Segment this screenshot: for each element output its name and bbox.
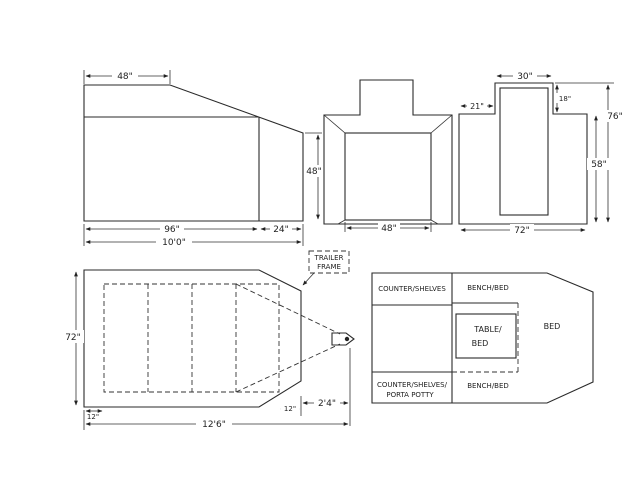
trailer-hitch-coupler <box>331 332 355 346</box>
trailer-hitch-ball <box>344 336 350 342</box>
floor-plan-table <box>455 313 517 359</box>
front-view-foot-left <box>337 219 346 225</box>
trailer-nose-offset-label: 12" <box>284 405 296 413</box>
trailer-tongue-lower <box>235 343 341 393</box>
floor-plan: COUNTER/SHELVES BENCH/BED TABLE/ BED BED… <box>371 272 594 404</box>
trailer-frame-callout-line1: TRAILER <box>314 254 344 262</box>
side-nose-label: 24" <box>273 225 289 235</box>
front-view: 48" <box>323 79 453 234</box>
front-view-foot-right <box>430 219 439 225</box>
trailer-frame-outline <box>103 283 280 393</box>
trailer-frame-callout-leader <box>302 272 315 286</box>
rear-total-height-label: 76" <box>607 112 623 122</box>
rear-step-width-label: 21" <box>470 102 484 111</box>
side-top-width-label: 48" <box>117 72 133 82</box>
trailer-tongue-upper <box>235 283 341 335</box>
floor-plan-table-label-line1: TABLE/ <box>473 325 502 334</box>
floor-plan-bench-top-label: BENCH/BED <box>467 284 509 292</box>
floor-plan-bed-label: BED <box>544 322 561 331</box>
floor-plan-counter-bottom-label-line2: PORTA POTTY <box>386 391 434 399</box>
side-base-label: 96" <box>164 225 180 235</box>
rear-step-height-label: 18" <box>559 95 571 103</box>
rear-view: 30" 21" 18" 76" 58" 72" <box>458 70 627 236</box>
floor-plan-bench-bottom-label: BENCH/BED <box>467 382 509 390</box>
rear-view-outline <box>458 82 588 225</box>
rear-top-width-label: 30" <box>517 72 533 82</box>
trailer-left-offset-label: 12" <box>87 413 99 421</box>
trailer-frame-callout-box <box>308 250 350 274</box>
trailer-tongue-label: 2'4" <box>318 399 336 409</box>
floor-plan-counter-bottom-label-line1: COUNTER/SHELVES/ <box>377 381 448 389</box>
front-width-label: 48" <box>381 224 397 234</box>
front-view-outline <box>323 79 453 225</box>
trailer-body-outline <box>83 269 302 408</box>
side-view-outline <box>83 84 304 222</box>
floor-plan-table-label-line2: BED <box>472 339 489 348</box>
rear-body-height-label: 58" <box>591 160 607 170</box>
trailer-frame-callout-line2: FRAME <box>317 263 341 271</box>
floor-plan-outline <box>371 272 594 404</box>
side-overall-label: 10'0" <box>162 238 186 248</box>
side-view: 48" 48" 96" 24" 10'0" <box>83 69 325 248</box>
front-view-bevel-right <box>430 114 453 134</box>
trailer-view: TRAILER FRAME 72" 12" 12" 2'4" 12'6" <box>62 250 355 430</box>
trailer-width-label: 72" <box>65 333 81 343</box>
floor-plan-counter-top-label: COUNTER/SHELVES <box>378 285 446 293</box>
front-view-bevel-left <box>323 114 346 134</box>
side-height-label: 48" <box>306 167 322 177</box>
rear-view-door <box>499 87 549 216</box>
trailer-overall-label: 12'6" <box>202 420 226 430</box>
rear-width-label: 72" <box>514 226 530 236</box>
front-view-window <box>344 132 432 221</box>
